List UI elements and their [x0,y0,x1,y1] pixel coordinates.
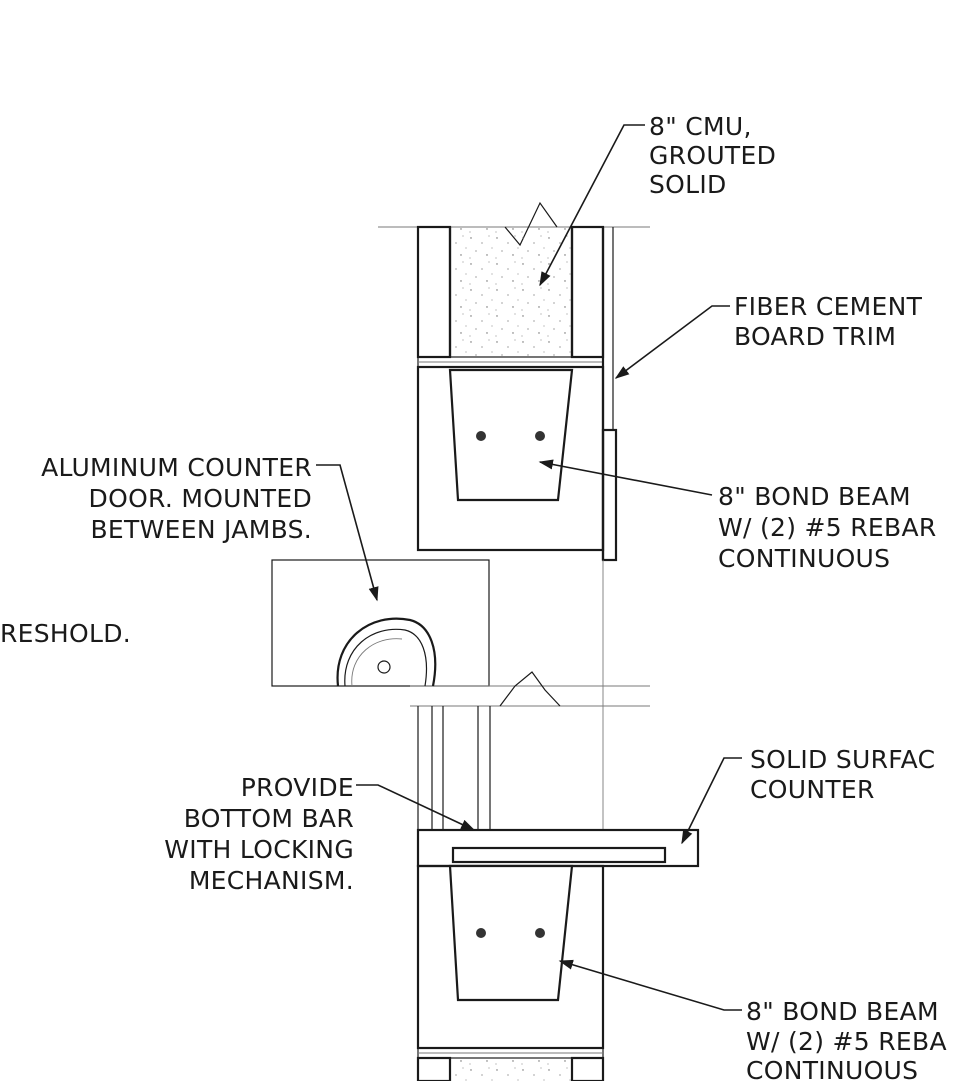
label-solid-surface: SOLID SURFAC COUNTER [750,745,935,804]
label-fiber-cement: FIBER CEMENT BOARD TRIM [734,292,923,351]
rebar-left [476,431,486,441]
rebar-right [535,431,545,441]
upper-cmu-wall [378,201,650,368]
svg-text:W/ (2) #5 REBA: W/ (2) #5 REBA [746,1027,947,1056]
svg-text:GROUTED: GROUTED [649,141,776,170]
svg-text:COUNTER: COUNTER [750,775,875,804]
svg-text:PROVIDE: PROVIDE [241,773,354,802]
svg-text:SOLID: SOLID [649,170,727,199]
lower-bond-beam [416,864,605,1081]
svg-text:SOLID SURFAC: SOLID SURFAC [750,745,935,774]
fiber-cement-trim [601,227,618,562]
svg-text:BOTTOM BAR: BOTTOM BAR [184,804,354,833]
label-bond-beam-upper: 8" BOND BEAM W/ (2) #5 REBAR CONTINUOUS [718,482,937,573]
svg-text:8" BOND BEAM: 8" BOND BEAM [718,482,911,511]
label-counter-door: ALUMINUM COUNTER DOOR. MOUNTED BETWEEN J… [41,453,312,544]
svg-text:BOARD TRIM: BOARD TRIM [734,322,896,351]
svg-text:WITH LOCKING: WITH LOCKING [164,835,354,864]
leader-lines [316,124,742,1011]
svg-text:BETWEEN JAMBS.: BETWEEN JAMBS. [90,515,312,544]
svg-text:8" CMU,: 8" CMU, [649,112,752,141]
svg-text:FIBER CEMENT: FIBER CEMENT [734,292,923,321]
svg-text:W/ (2) #5 REBAR: W/ (2) #5 REBAR [718,513,937,542]
counter-door-opening [271,559,650,830]
svg-text:8" BOND BEAM: 8" BOND BEAM [746,997,939,1026]
svg-text:CONTINUOUS: CONTINUOUS [718,544,890,573]
label-threshold: RESHOLD. [0,619,131,648]
solid-surface-counter [416,828,700,868]
label-cmu: 8" CMU, GROUTED SOLID [649,112,776,199]
svg-text:ALUMINUM COUNTER: ALUMINUM COUNTER [41,453,312,482]
upper-bond-beam [416,365,605,552]
svg-text:DOOR. MOUNTED: DOOR. MOUNTED [89,484,312,513]
label-bond-beam-lower: 8" BOND BEAM W/ (2) #5 REBA CONTINUOUS [746,997,947,1081]
svg-text:MECHANISM.: MECHANISM. [189,866,354,895]
label-bottom-bar: PROVIDE BOTTOM BAR WITH LOCKING MECHANIS… [164,773,354,895]
svg-text:CONTINUOUS: CONTINUOUS [746,1056,918,1081]
